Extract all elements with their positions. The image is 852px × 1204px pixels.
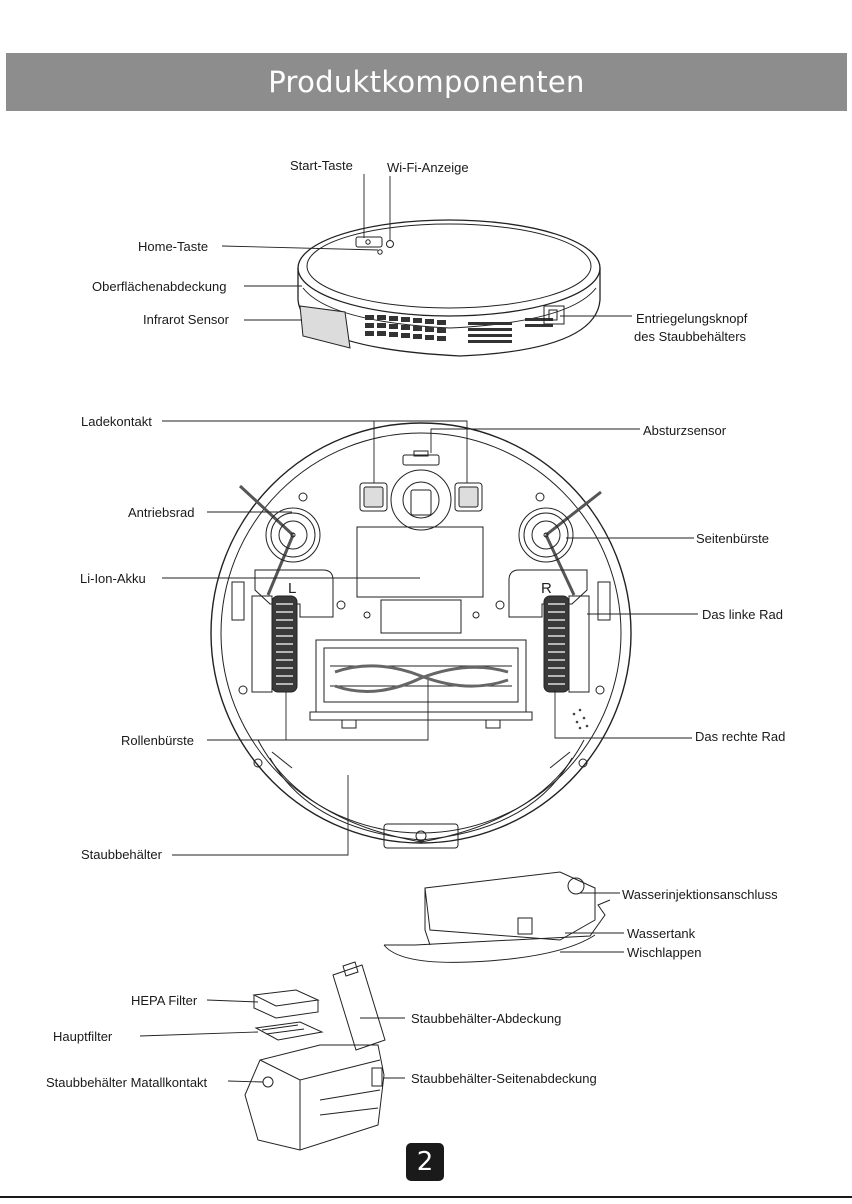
label-ladekontakt: Ladekontakt [81,414,152,429]
label-staubbehaelter-metallkontakt: Staubbehälter Matallkontakt [46,1075,208,1090]
dustbin-cover [332,964,386,1051]
label-staubbehaelter-abdeckung: Staubbehälter-Abdeckung [411,1011,562,1026]
charging-contact-right [454,482,483,512]
label-oberflaechenabdeckung: Oberflächenabdeckung [92,279,227,294]
dustbin-latch [383,823,459,849]
title-banner: Produktkomponenten [6,53,847,111]
start-button-icon [365,239,371,245]
label-li-ion-akku: Li-Ion-Akku [80,571,146,586]
charging-contact-left [359,482,388,512]
label-das-rechte-rad: Das rechte Rad [695,729,786,744]
label-entriegelungsknopf-2: des Staubbehälters [634,329,747,344]
label-start-taste: Start-Taste [290,158,353,173]
wheel-mark-left: L [288,580,296,597]
label-hepa-filter: HEPA Filter [131,993,198,1008]
dustbin-metal-contact [262,1076,274,1088]
label-wassertank: Wassertank [627,926,696,941]
label-infrarot-sensor: Infrarot Sensor [143,312,229,327]
label-wifi-anzeige: Wi-Fi-Anzeige [387,160,469,175]
main-filter [254,1021,324,1041]
label-entriegelungsknopf-1: Entriegelungsknopf [636,311,748,326]
robot-bottom-view [210,422,632,849]
dustbin-illustration [244,961,386,1151]
wheel-mark-right: R [541,580,552,597]
page-number: 2 [406,1143,444,1181]
label-wischlappen: Wischlappen [627,945,702,960]
water-tank-illustration [383,871,611,963]
label-hauptfilter: Hauptfilter [53,1029,113,1044]
label-wasserinjektionsanschluss: Wasserinjektionsanschluss [622,887,778,902]
label-home-taste: Home-Taste [138,239,209,254]
bottom-rule [0,1196,852,1198]
home-button-icon [377,249,383,255]
dustbin-side-cover [371,1067,383,1087]
robot-top-view [297,219,601,357]
cliff-sensor [402,454,440,466]
label-absturzsensor: Absturzsensor [643,423,727,438]
label-staubbehaelter-seitenabdeckung: Staubbehälter-Seitenabdeckung [411,1071,597,1086]
hepa-filter [252,989,320,1007]
label-staubbehaelter: Staubbehälter [81,847,162,862]
label-antriebsrad: Antriebsrad [128,505,195,520]
label-rollenbuerste: Rollenbürste [121,733,194,748]
wifi-indicator-icon [386,240,394,248]
page-title: Produktkomponenten [268,65,585,99]
water-injection-port [567,877,585,895]
label-seitenbuerste: Seitenbürste [696,531,769,546]
dustbin-release-button [543,305,565,325]
label-das-linke-rad: Das linke Rad [702,607,783,622]
